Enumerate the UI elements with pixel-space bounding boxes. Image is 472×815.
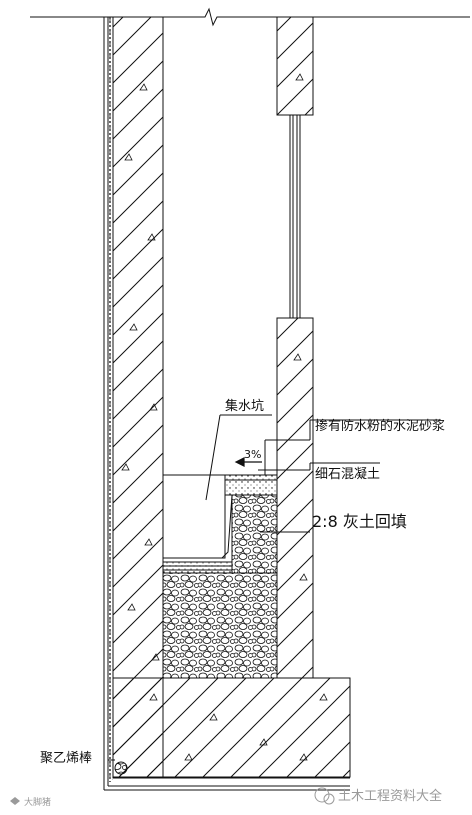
concrete-aggregate-marks	[121, 83, 160, 661]
sump-label: 集水坑	[225, 398, 264, 414]
slope-label: 3%	[244, 448, 261, 461]
pebble-fill-lower	[162, 572, 278, 679]
sump-pit	[163, 474, 233, 571]
break-line	[30, 7, 470, 27]
slab-aggregate-marks	[149, 693, 328, 761]
polystyrene-rod	[108, 759, 128, 775]
mortar-label: 掺有防水粉的水泥砂浆	[315, 418, 445, 434]
watermark-left: 大脚猪	[10, 796, 51, 808]
membrane-strip	[108, 17, 113, 782]
watermark-right-text: 土木工程资料大全	[338, 788, 442, 804]
fine-concrete-label: 细石混凝土	[315, 466, 380, 482]
pebble-fill-upper	[232, 495, 277, 575]
window-glass	[284, 114, 306, 319]
left-concrete-wall	[112, 16, 164, 778]
bottom-slab	[112, 677, 351, 778]
polystyrene-label: 聚乙烯棒	[40, 751, 92, 766]
watermark-right: 土木工程资料大全	[314, 787, 442, 805]
right-upper-wall	[276, 16, 314, 116]
watermark-left-text: 大脚猪	[24, 796, 51, 808]
base-lines	[104, 777, 350, 791]
sump-lining	[162, 561, 233, 574]
right-lower-wall	[276, 317, 314, 679]
lime-soil-label: 2:8 灰土回填	[312, 512, 407, 531]
slope-arrow	[234, 457, 262, 467]
leader-lines	[205, 414, 440, 533]
